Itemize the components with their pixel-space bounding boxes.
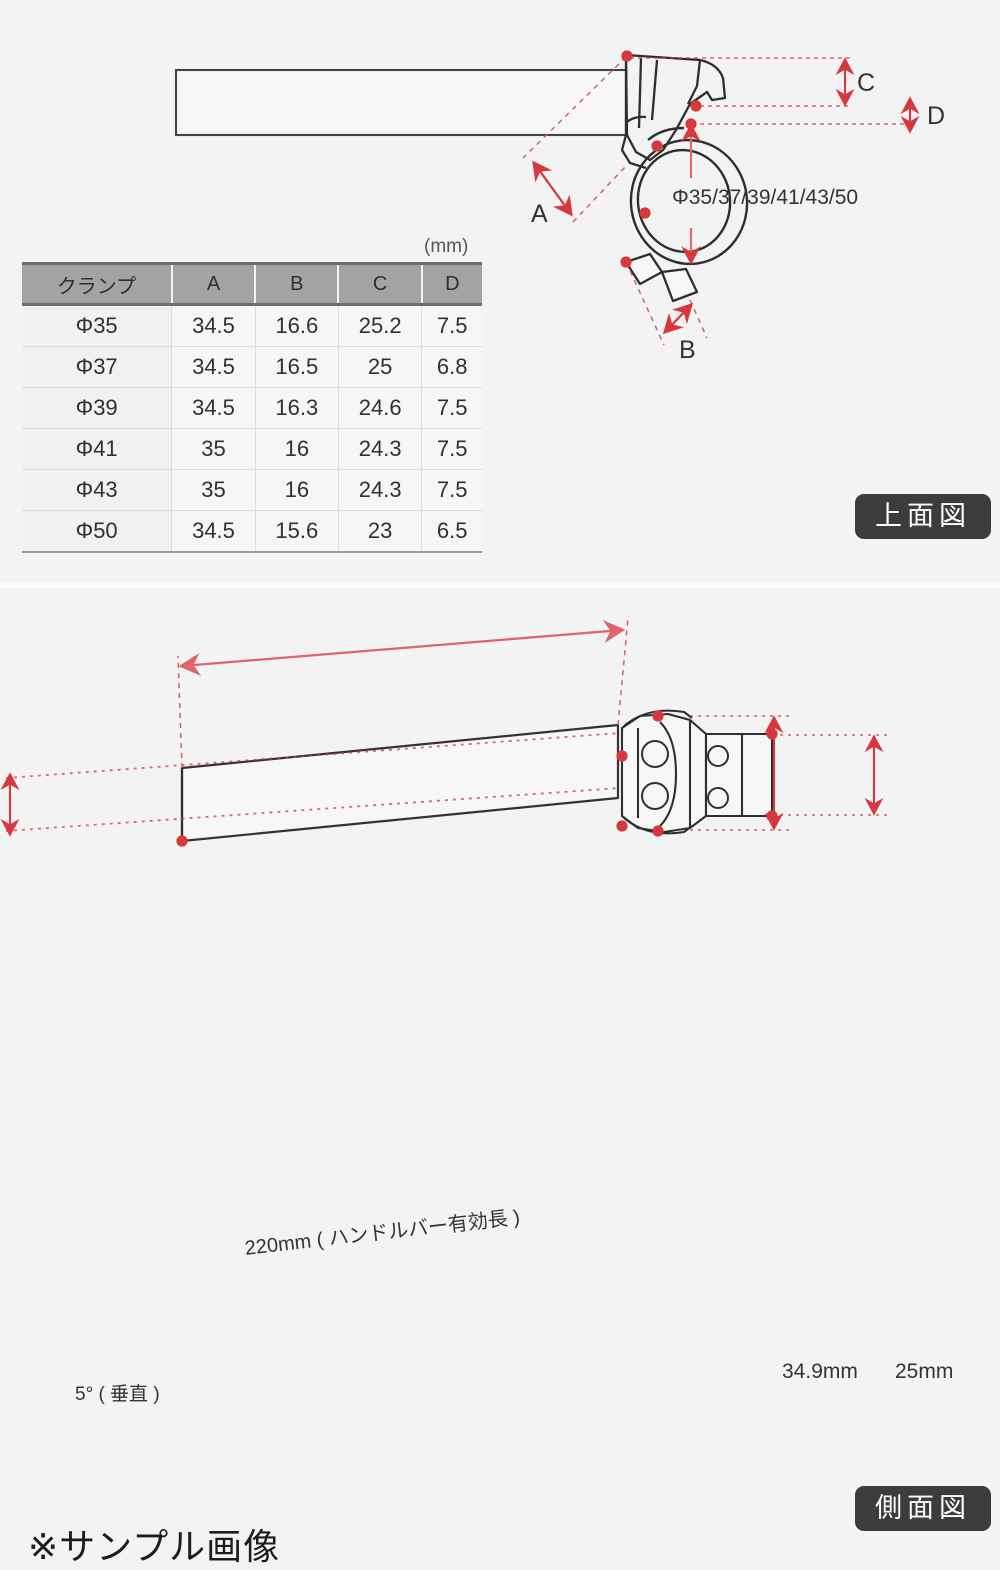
cell-clamp: Φ37	[22, 346, 173, 388]
side-view-badge: 側面図	[855, 1486, 991, 1531]
dimension-25mm	[772, 734, 890, 816]
top-view-drawing	[0, 0, 1000, 585]
top-view-badge: 上面図	[855, 494, 991, 539]
cell-b: 15.6	[255, 510, 339, 553]
cell-b: 16.3	[255, 387, 339, 429]
dimension-nodes	[620, 50, 702, 268]
col-header-a: A	[171, 263, 257, 305]
col-header-d: D	[421, 263, 482, 305]
cell-c: 25	[338, 346, 423, 388]
clamp-lugs	[624, 252, 699, 303]
handlebar-tube-top	[174, 68, 628, 137]
cell-clamp: Φ39	[22, 387, 173, 429]
cell-a: 34.5	[171, 304, 256, 347]
cell-a: 34.5	[171, 387, 256, 429]
cell-b: 16	[255, 469, 339, 511]
cell-c: 25.2	[338, 304, 423, 347]
cell-d: 6.8	[421, 346, 482, 388]
dimension-220mm	[177, 617, 629, 769]
dimension-label-d: D	[927, 102, 946, 130]
angle-label: 5° ( 垂直 )	[75, 1384, 160, 1405]
table-row: Φ43 35 16 24.3 7.5	[22, 469, 482, 511]
dimension-A	[522, 56, 627, 223]
cell-clamp: Φ50	[22, 510, 173, 553]
cell-a: 34.5	[171, 346, 256, 388]
cell-c: 23	[338, 510, 423, 553]
col-header-b: B	[255, 263, 340, 305]
table-row: Φ37 34.5 16.5 25 6.8	[22, 346, 482, 388]
dimension-B	[625, 261, 708, 346]
dimension-label-c: C	[857, 69, 876, 97]
top-view-panel: (mm) クランプ A B C D Φ35 34.5 16.6 25.2 7.5	[0, 0, 1000, 585]
cell-c: 24.3	[338, 428, 423, 470]
cell-a: 34.5	[171, 510, 256, 553]
cell-clamp: Φ43	[22, 469, 173, 511]
handlebar-length-label: 220mm ( ハンドルバー有効長 )	[243, 1206, 522, 1260]
col-header-c: C	[338, 263, 423, 305]
table-row: Φ35 34.5 16.6 25.2 7.5	[22, 304, 482, 347]
table-row: Φ39 34.5 16.3 24.6 7.5	[22, 387, 482, 429]
side-view-drawing	[0, 588, 1000, 1000]
height-label: 34.9mm	[782, 1360, 858, 1383]
spec-table-container: クランプ A B C D Φ35 34.5 16.6 25.2 7.5 Φ37	[22, 262, 482, 553]
dimension-label-a: A	[531, 200, 548, 228]
dimension-D	[700, 96, 920, 134]
table-row: Φ41 35 16 24.3 7.5	[22, 428, 482, 470]
cell-clamp: Φ41	[22, 428, 173, 470]
dimension-5deg	[0, 732, 621, 837]
clamp-height-label: 25mm	[895, 1360, 954, 1383]
spec-table: クランプ A B C D Φ35 34.5 16.6 25.2 7.5 Φ37	[22, 262, 482, 553]
spec-table-header-row: クランプ A B C D	[22, 263, 482, 305]
unit-label: (mm)	[424, 236, 469, 257]
cell-b: 16.5	[255, 346, 339, 388]
panel-divider	[0, 582, 1000, 588]
cell-d: 6.5	[421, 510, 482, 553]
cell-c: 24.3	[338, 469, 423, 511]
cell-a: 35	[171, 469, 256, 511]
cell-b: 16.6	[255, 304, 339, 347]
cell-d: 7.5	[421, 387, 482, 429]
clamp-bolts	[641, 740, 729, 810]
cell-b: 16	[255, 428, 339, 470]
sample-image-note: ※サンプル画像	[28, 1527, 281, 1568]
cell-d: 7.5	[421, 304, 482, 347]
handlebar-tube-side	[180, 723, 620, 843]
diameter-label: Φ35/37/39/41/43/50	[672, 186, 859, 209]
dimension-C	[630, 57, 855, 107]
dimension-nodes-side	[176, 710, 778, 847]
cell-d: 7.5	[421, 469, 482, 511]
spec-table-body: Φ35 34.5 16.6 25.2 7.5 Φ37 34.5 16.5 25 …	[22, 304, 482, 553]
col-header-clamp: クランプ	[22, 263, 173, 305]
cell-a: 35	[171, 428, 256, 470]
clamp-bracket-top	[620, 53, 727, 170]
cell-clamp: Φ35	[22, 304, 173, 347]
side-view-panel: 220mm ( ハンドルバー有効長 ) 5° ( 垂直 ) 34.9mm 25m…	[0, 588, 1000, 1568]
dimension-label-b: B	[679, 336, 696, 364]
clamp-body-side	[620, 712, 774, 834]
cell-c: 24.6	[338, 387, 423, 429]
cell-d: 7.5	[421, 428, 482, 470]
table-row: Φ50 34.5 15.6 23 6.5	[22, 510, 482, 553]
